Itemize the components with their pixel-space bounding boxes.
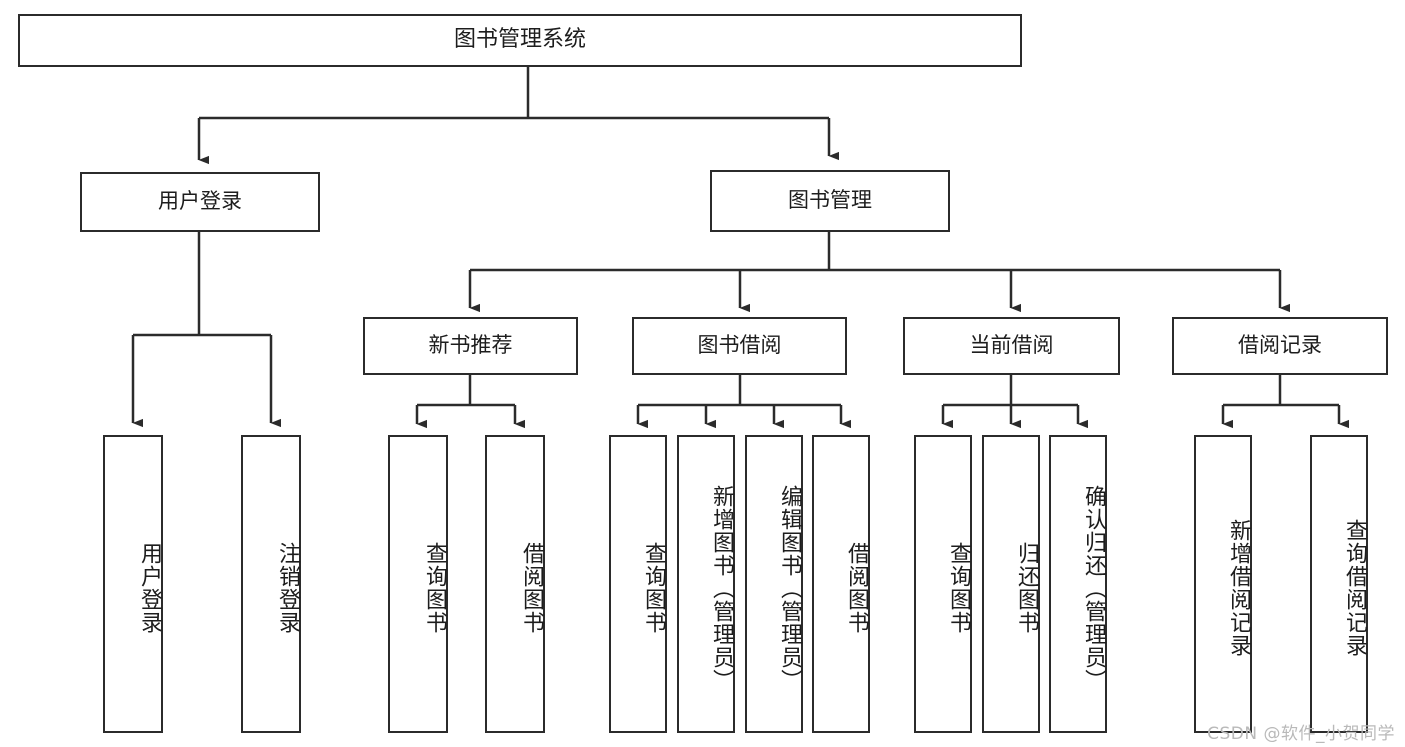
node-borrow-record[interactable]: 借阅记录 xyxy=(1172,317,1388,375)
leaf-user-login-signout[interactable]: 注销登录 xyxy=(241,435,301,733)
leaf-current-confirm-return-admin[interactable]: 确认归还（管理员） xyxy=(1049,435,1107,733)
leaf-record-add-record[interactable]: 新增借阅记录 xyxy=(1194,435,1252,733)
node-label: 新增借阅记录 xyxy=(1226,519,1251,657)
node-label: 新增图书（管理员） xyxy=(709,484,734,692)
node-current-borrow[interactable]: 当前借阅 xyxy=(903,317,1120,375)
node-user-login[interactable]: 用户登录 xyxy=(80,172,320,232)
node-label: 查询图书 xyxy=(946,542,971,634)
node-label: 编辑图书（管理员） xyxy=(777,484,802,692)
leaf-recommend-query-book[interactable]: 查询图书 xyxy=(388,435,448,733)
leaf-borrow-borrow-book[interactable]: 借阅图书 xyxy=(812,435,870,733)
watermark-text: CSDN @软件_小贺同学 xyxy=(1207,724,1395,744)
node-new-book-recommend[interactable]: 新书推荐 xyxy=(363,317,578,375)
node-book-borrow[interactable]: 图书借阅 xyxy=(632,317,847,375)
node-label: 注销登录 xyxy=(275,542,300,634)
node-book-management[interactable]: 图书管理 xyxy=(710,170,950,232)
node-root-system[interactable]: 图书管理系统 xyxy=(18,14,1022,67)
node-label: 借阅图书 xyxy=(519,542,544,634)
node-label: 图书管理系统 xyxy=(453,27,586,53)
node-label: 归还图书 xyxy=(1014,542,1039,634)
node-label: 借阅记录 xyxy=(1238,333,1322,358)
node-label: 查询图书 xyxy=(641,542,666,634)
node-label: 查询图书 xyxy=(422,542,447,634)
node-label: 查询借阅记录 xyxy=(1342,519,1367,657)
node-label: 新书推荐 xyxy=(428,333,513,358)
leaf-current-query-book[interactable]: 查询图书 xyxy=(914,435,972,733)
node-label: 当前借阅 xyxy=(969,333,1054,358)
leaf-recommend-borrow-book[interactable]: 借阅图书 xyxy=(485,435,545,733)
node-label: 图书管理 xyxy=(788,188,872,213)
node-label: 用户登录 xyxy=(158,189,242,214)
leaf-user-login-signin[interactable]: 用户登录 xyxy=(103,435,163,733)
node-label: 借阅图书 xyxy=(844,542,869,634)
leaf-borrow-add-book-admin[interactable]: 新增图书（管理员） xyxy=(677,435,735,733)
node-label: 确认归还（管理员） xyxy=(1081,484,1106,692)
leaf-record-query-record[interactable]: 查询借阅记录 xyxy=(1310,435,1368,733)
node-label: 图书借阅 xyxy=(697,333,782,358)
leaf-borrow-query-book[interactable]: 查询图书 xyxy=(609,435,667,733)
node-label: 用户登录 xyxy=(137,542,162,634)
leaf-current-return-book[interactable]: 归还图书 xyxy=(982,435,1040,733)
leaf-borrow-edit-book-admin[interactable]: 编辑图书（管理员） xyxy=(745,435,803,733)
